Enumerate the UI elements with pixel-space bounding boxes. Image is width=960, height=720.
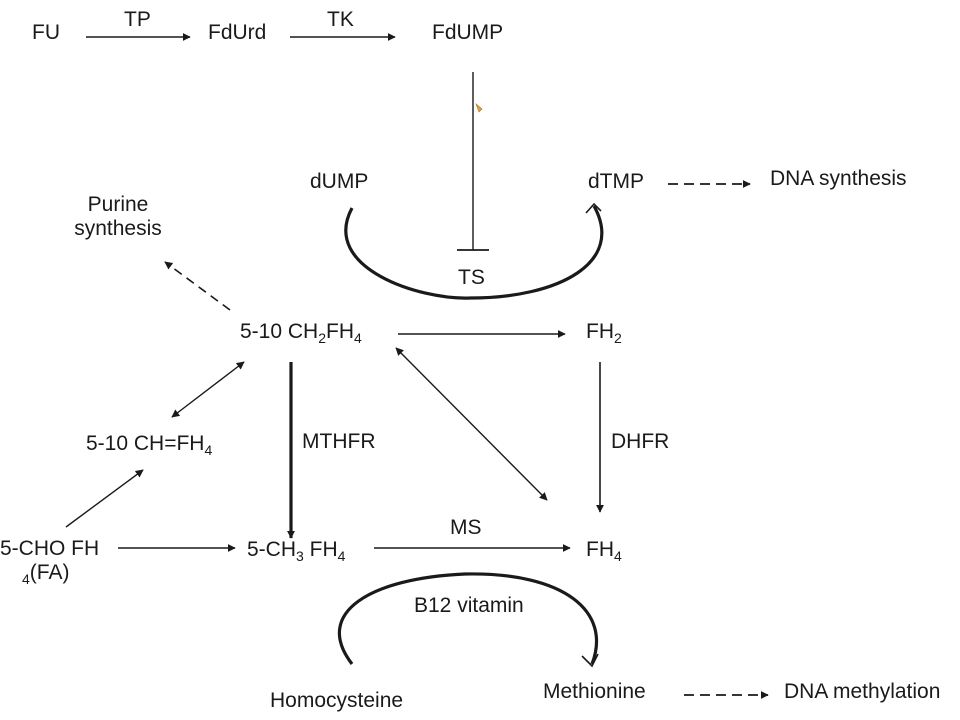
fh4-main: FH [586,538,614,561]
ts-cycle-arrowhead [585,202,602,214]
enzyme-ms: MS [450,516,482,539]
enzyme-mthfr: MTHFR [302,430,376,453]
ch2fh4-sub-1: 2 [318,330,326,346]
fh2-main: FH [586,320,614,343]
fdump-marker [475,103,483,113]
cho-line-1: 5-CHO FH [0,537,100,560]
ch3fh4-prefix: 5-CH [247,538,297,561]
cho-line-2: 4(FA) [0,561,99,588]
ch3fh4-mid: FH [303,538,338,561]
node-fdump: FdUMP [432,21,504,44]
ch2fh4-prefix: 5-10 CH [240,320,319,343]
node-homocysteine: Homocysteine [270,689,404,712]
node-methionine: Methionine [543,680,646,703]
fh2-sub: 2 [614,330,622,346]
enzyme-tp: TP [124,8,151,31]
arrow-cho-to-chfh4 [65,469,144,528]
node-dna-synthesis: DNA synthesis [770,167,907,190]
b12-cycle-arrowhead [581,653,599,668]
arrow-ch2fh4-chfh4 [171,361,245,418]
enzyme-b12-vitamin: B12 vitamin [414,594,524,617]
node-5-10-ch2fh4: 5-10 CH2FH4 [240,320,362,346]
cho-sub: 4 [22,571,30,588]
ch2fh4-sub-2: 4 [354,330,362,346]
enzyme-tk: TK [327,8,354,31]
ch3fh4-sub-1: 3 [296,548,304,564]
ts-cycle-arc [344,205,604,300]
node-5-10-chfh4: 5-10 CH=FH4 [86,432,213,458]
fh4-sub: 4 [614,548,622,564]
node-5-ch3-fh4: 5-CH3 FH4 [247,538,346,564]
enzyme-ts: TS [458,266,485,289]
node-fh2: FH2 [586,320,622,346]
purine-line-1: Purine [87,193,149,216]
arrow-ch2fh4-fh4 [395,347,548,501]
node-dtmp: dTMP [588,170,645,193]
chfh4-sub: 4 [204,442,213,458]
ch3fh4-sub-2: 4 [337,548,346,564]
node-dump: dUMP [310,170,369,193]
purine-line-2: synthesis [74,217,162,241]
node-fu: FU [32,21,60,44]
chfh4-main: 5-10 CH=FH [86,432,205,455]
node-fh4: FH4 [586,538,622,564]
arrow-ch2fh4-to-purine [164,261,231,311]
ch2fh4-mid: FH [326,320,354,343]
node-dna-methylation: DNA methylation [784,680,941,703]
node-purine-synthesis: Purine synthesis [58,193,178,241]
node-5-cho-fh4: 5-CHO FH 4(FA) [0,537,100,588]
b12-cycle-arc [338,572,599,665]
node-fdurd: FdUrd [208,21,267,44]
enzyme-dhfr: DHFR [611,430,670,453]
cho-fa: (FA) [29,561,70,585]
